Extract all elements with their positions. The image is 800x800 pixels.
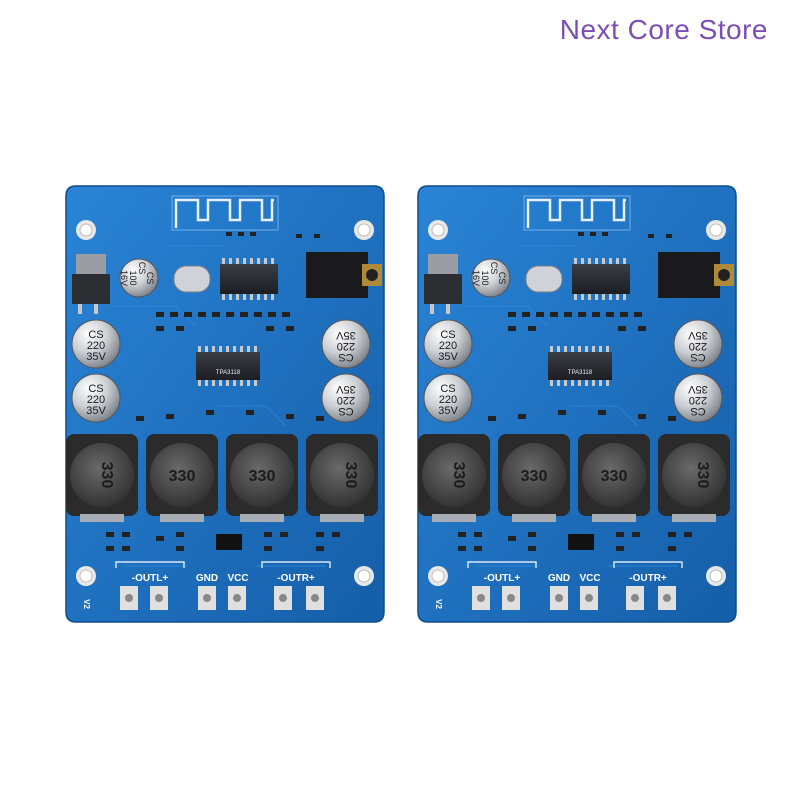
chip-label: TPA3118 (568, 370, 593, 376)
gnd-label: GND (548, 573, 570, 584)
cap-big-label-1: CS (88, 329, 103, 341)
outl-label: -OUTL+ (484, 573, 521, 584)
cap-small-label-2: 100 (128, 270, 138, 285)
inductor-label: 330 (342, 462, 359, 489)
amplifier-board-left (64, 184, 386, 624)
inductor-label: 330 (169, 468, 196, 485)
cap-big-label-1: CS (88, 383, 103, 395)
cap-big-label-2: 220 (689, 394, 707, 406)
version-label: V2 (82, 599, 91, 609)
inductor-label: 330 (450, 462, 467, 489)
cap-big-label-2: 220 (337, 340, 355, 352)
cap-big-label-1: CS (440, 329, 455, 341)
cap-small-label-3: 16V (119, 270, 129, 286)
version-label: V2 (434, 599, 443, 609)
cap-big-label-2: 220 (439, 394, 457, 406)
cap-big-label-1: CS (338, 405, 353, 417)
cap-big-label-1: CS (690, 351, 705, 363)
cap-big-label-3: 35V (336, 329, 356, 341)
cap-big-label-2: 220 (689, 340, 707, 352)
inductor-label: 330 (249, 468, 276, 485)
cap-big-label-3: 35V (688, 329, 708, 341)
cap-big-label-3: 35V (438, 351, 458, 363)
store-watermark: Next Core Store (559, 14, 768, 45)
outl-label: -OUTL+ (132, 573, 169, 584)
vcc-label: VCC (227, 573, 248, 584)
cap-big-label-3: 35V (688, 383, 708, 395)
outr-label: -OUTR+ (277, 573, 315, 584)
cap-big-label-1: CS (338, 351, 353, 363)
cap-small-label-1: CS (137, 262, 147, 275)
cap-big-label-2: 220 (439, 340, 457, 352)
vcc-label: VCC (579, 573, 600, 584)
cap-big-label-3: 35V (86, 351, 106, 363)
cap-big-label-2: 220 (87, 394, 105, 406)
chip-label: TPA3118 (216, 370, 241, 376)
cap-big-label-1: CS (690, 405, 705, 417)
cap-big-label-3: 35V (336, 383, 356, 395)
inductor-label: 330 (521, 468, 548, 485)
cap-big-label-2: 220 (337, 394, 355, 406)
cap-small-label-3: 16V (471, 270, 481, 286)
inductor-label: 330 (98, 462, 115, 489)
cap-big-label-3: 35V (438, 405, 458, 417)
cap-small-label-2: 100 (480, 270, 490, 285)
board-left-labels: CS 100 16V CS 220 35V CS 220 35V CS 220 … (82, 262, 359, 610)
inductor-label: 330 (694, 462, 711, 489)
inductor-label: 330 (601, 468, 628, 485)
gnd-label: GND (196, 573, 218, 584)
outr-label: -OUTR+ (629, 573, 667, 584)
cap-big-label-2: 220 (87, 340, 105, 352)
board-right-labels: CS 100 16V CS 220 35V CS 220 35V CS 220 … (434, 262, 711, 610)
cap-small-label-1: CS (489, 262, 499, 275)
cap-big-label-1: CS (440, 383, 455, 395)
cap-big-label-3: 35V (86, 405, 106, 417)
amplifier-board-right (416, 184, 738, 624)
